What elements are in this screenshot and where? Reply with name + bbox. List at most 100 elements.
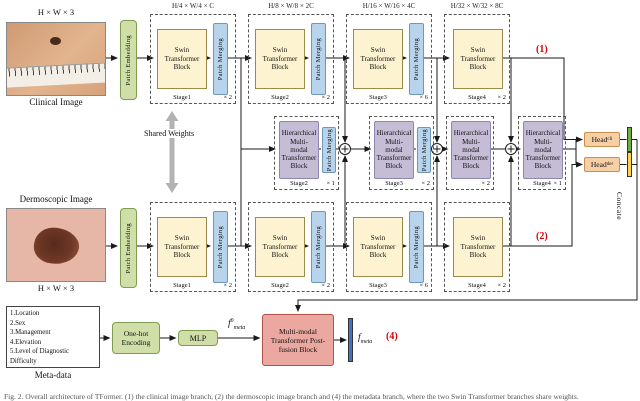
stage-label: Stage3	[385, 180, 403, 187]
mlp-block: MLP	[178, 330, 218, 346]
add-icon	[505, 143, 517, 155]
patch-merging: Patch Merging	[213, 23, 228, 95]
dermoscopic-stage3-box: Swin Transformer Block Patch Merging Sta…	[346, 202, 432, 292]
patch-merging: Patch Merging	[322, 127, 336, 173]
hierarchical-mmt-block: Hierarchical Multi-modal Transformer Blo…	[374, 121, 414, 179]
meta-item: 2.Sex	[10, 319, 26, 327]
stage-label: Stage3	[369, 282, 387, 289]
swin-transformer-block: Swin Transformer Block	[453, 29, 503, 89]
swin-transformer-block: Swin Transformer Block	[157, 217, 207, 277]
stage-mult: × 2	[223, 94, 232, 101]
stage4-dim-label: H/32 × W/32 × 8C	[450, 2, 504, 10]
clinical-stage2-box: Swin Transformer Block Patch Merging Sta…	[248, 14, 334, 104]
figure-caption: Fig. 2. Overall architecture of TFormer.…	[4, 392, 579, 401]
shared-weights-arrow	[165, 111, 179, 193]
add-icon	[339, 143, 351, 155]
clinical-output-bar	[627, 127, 632, 152]
clinical-stage1-box: Swin Transformer Block Patch Merging Sta…	[150, 14, 236, 104]
patch-embedding-label: Patch Embedding	[125, 222, 132, 274]
skin-photo-background	[7, 23, 105, 95]
stage-mult: × 2	[321, 282, 330, 289]
dermoscopic-stage4-box: Swin Transformer Block Stage4 × 2	[444, 202, 510, 292]
lesion-spot	[50, 37, 62, 46]
hierarchical-mmt-block: Hierarchical Multi-modal Transformer Blo…	[523, 121, 563, 179]
stage-mult: × 1	[326, 180, 335, 187]
fusion-stage3-box: Hierarchical Multi-modal Transformer Blo…	[369, 116, 434, 190]
patch-merging: Patch Merging	[311, 211, 326, 283]
lesion-blob	[32, 224, 82, 267]
swin-transformer-block: Swin Transformer Block	[353, 217, 403, 277]
clinical-image	[6, 22, 106, 96]
meta-item: 3.Management	[10, 329, 51, 336]
f0-meta-label: f0meta	[228, 318, 246, 332]
dermoscopic-image	[6, 208, 106, 282]
clinical-input-dims: H × W × 3	[37, 7, 75, 17]
stage-mult: × 2	[497, 282, 506, 289]
stage-label: Stage2	[290, 180, 308, 187]
metadata-label: Meta-data	[34, 370, 72, 380]
stage-label: Stage3	[369, 94, 387, 101]
swin-transformer-block: Swin Transformer Block	[453, 217, 503, 277]
fusion-stage3b-box: Hierarchical Multi-modal Transformer Blo…	[446, 116, 494, 190]
patch-merging: Patch Merging	[409, 211, 424, 283]
swin-transformer-block: Swin Transformer Block	[255, 217, 305, 277]
one-hot-encoding-block: One-hot Encoding	[112, 322, 160, 354]
stage-label: Stage2	[271, 282, 289, 289]
dermoscopic-stage1-box: Swin Transformer Block Patch Merging Sta…	[150, 202, 236, 292]
swin-transformer-block: Swin Transformer Block	[157, 29, 207, 89]
stage-mult: × 6	[419, 94, 428, 101]
patch-merging: Patch Merging	[409, 23, 424, 95]
stage-label: Stage4	[468, 282, 486, 289]
clinical-stage3-box: Swin Transformer Block Patch Merging Sta…	[346, 14, 432, 104]
branch-tag-1: (1)	[536, 44, 548, 55]
fusion-stage2-box: Hierarchical Multi-modal Transformer Blo…	[274, 116, 339, 190]
concate-label: Concate	[615, 192, 624, 221]
dermoscopic-image-label: Dermoscopic Image	[19, 194, 93, 204]
dermoscopic-input-dims: H × W × 3	[37, 283, 75, 293]
stage-mult: × 1	[553, 180, 562, 187]
stage1-dim-label: H/4 × W/4 × C	[172, 2, 214, 10]
post-fusion-block: Multi-modal Transformer Post-fusion Bloc…	[262, 314, 334, 366]
f-meta-label: fmeta	[358, 333, 373, 345]
branch-tag-4: (4)	[386, 331, 398, 342]
stage-label: Stage2	[271, 94, 289, 101]
stage-label: Stage1	[173, 282, 191, 289]
stage-label: Stage1	[173, 94, 191, 101]
stage-label: Stage4	[468, 94, 486, 101]
stage-mult: × 2	[497, 94, 506, 101]
ruler-ticks	[7, 62, 105, 77]
f-meta-output-bar	[348, 318, 353, 362]
dermoscopy-photo-background	[7, 209, 105, 281]
patch-merging: Patch Merging	[417, 127, 431, 173]
stage-mult: × 2	[223, 282, 232, 289]
stage-mult: × 2	[481, 180, 490, 187]
dermoscopic-stage2-box: Swin Transformer Block Patch Merging Sta…	[248, 202, 334, 292]
patch-embedding-dermoscopic: Patch Embedding	[120, 208, 137, 288]
ruler	[7, 61, 105, 88]
patch-embedding-clinical: Patch Embedding	[120, 20, 137, 100]
swin-transformer-block: Swin Transformer Block	[353, 29, 403, 89]
dermoscopic-output-bar	[627, 152, 632, 177]
meta-item: 5.Level of Diagnostic Difficulty	[10, 348, 70, 365]
meta-item: 1.Location	[10, 310, 40, 317]
stage-label: Stage4	[533, 180, 551, 187]
hierarchical-mmt-block: Hierarchical Multi-modal Transformer Blo…	[451, 121, 491, 179]
stage-mult: × 2	[321, 94, 330, 101]
clinical-stage4-box: Swin Transformer Block Stage4 × 2	[444, 14, 510, 104]
metadata-list: 1.Location 2.Sex 3.Management 4.Elevatio…	[6, 306, 100, 368]
swin-transformer-block: Swin Transformer Block	[255, 29, 305, 89]
patch-embedding-label: Patch Embedding	[125, 34, 132, 86]
meta-item: 4.Elevation	[10, 338, 42, 346]
clinical-image-label: Clinical Image	[29, 97, 83, 107]
stage3-dim-label: H/16 × W/16 × 4C	[362, 2, 416, 10]
patch-merging: Patch Merging	[311, 23, 326, 95]
hierarchical-mmt-block: Hierarchical Multi-modal Transformer Blo…	[279, 121, 319, 179]
patch-merging: Patch Merging	[213, 211, 228, 283]
stage-mult: × 6	[419, 282, 428, 289]
shared-weights-label: Shared Weights	[142, 129, 197, 138]
stage2-dim-label: H/8 × W/8 × 2C	[268, 2, 314, 10]
stage-mult: × 2	[421, 180, 430, 187]
